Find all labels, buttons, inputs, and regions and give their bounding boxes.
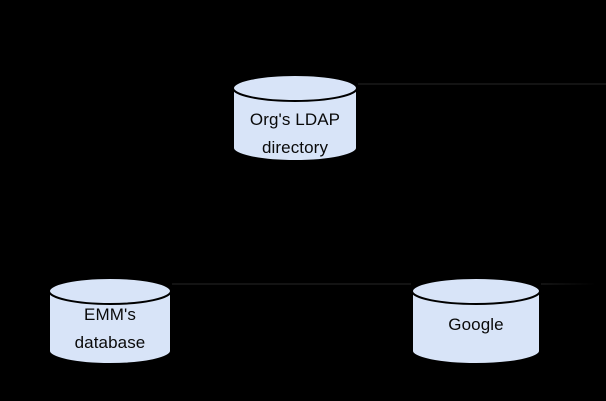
connector-line-ldap-right	[358, 83, 606, 85]
node-google: Google	[411, 277, 541, 365]
node-org-ldap-directory: Org's LDAP directory	[232, 74, 358, 162]
node-label: EMM's database	[48, 301, 172, 357]
database-cylinder-icon	[232, 74, 358, 162]
database-cylinder-icon	[48, 277, 172, 365]
node-label-line: database	[74, 333, 146, 352]
node-label-line: EMM's	[84, 305, 136, 324]
node-label-line: directory	[261, 138, 329, 157]
database-cylinder-icon	[411, 277, 541, 365]
node-emm-database: EMM's database	[48, 277, 172, 365]
node-label-line: Google	[448, 315, 504, 334]
connector-line-emm-google	[172, 283, 411, 285]
node-label: Org's LDAP directory	[232, 106, 358, 162]
node-label: Google	[411, 311, 541, 339]
node-label-line: Org's LDAP	[249, 110, 341, 129]
connector-line-google-right	[541, 283, 606, 285]
